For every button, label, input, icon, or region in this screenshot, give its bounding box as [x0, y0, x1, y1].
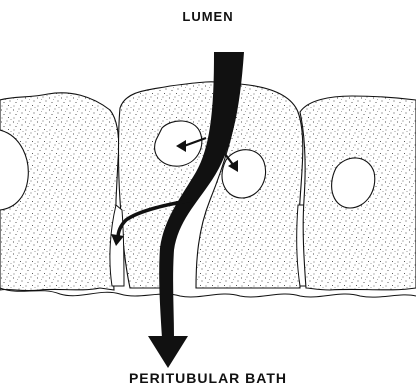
nucleus-center-left	[155, 121, 202, 166]
cell-left	[0, 93, 119, 291]
main-arrow-head	[148, 336, 188, 368]
peritubular-bath-label: PERITUBULAR BATH	[0, 370, 416, 386]
cell-right	[300, 96, 416, 290]
